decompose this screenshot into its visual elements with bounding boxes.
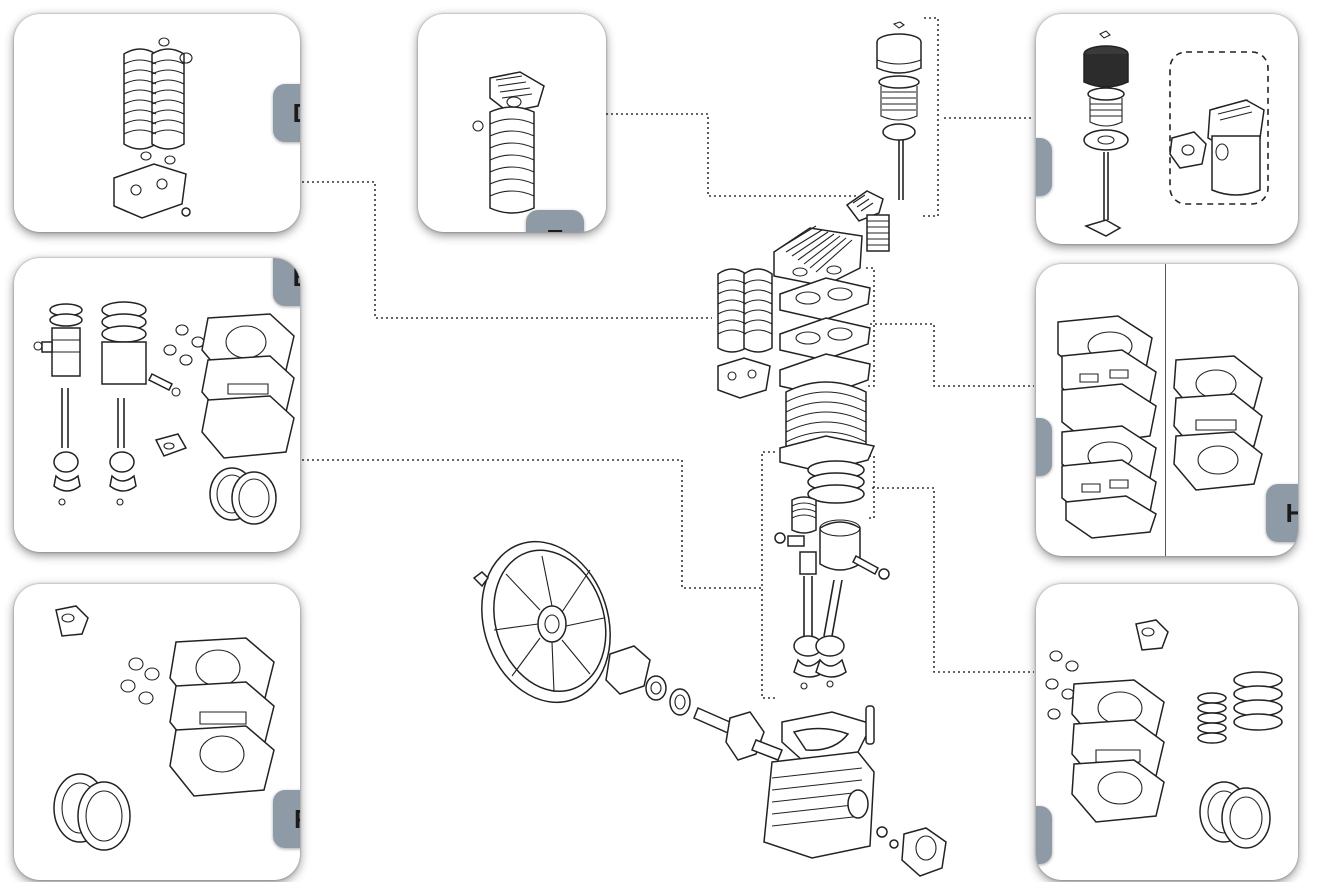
side-cover	[876, 826, 947, 877]
piston-kit-icon	[33, 301, 295, 525]
leader-line-d	[302, 181, 712, 319]
panel-d[interactable]: D	[14, 14, 300, 232]
panel-label-c: C	[1036, 806, 1052, 864]
finned-cylinder	[779, 381, 876, 473]
connecting-rods	[793, 576, 847, 690]
air-filter-top	[876, 21, 922, 200]
panel-label-d: D	[273, 84, 300, 142]
panel-e[interactable]: E	[418, 14, 606, 232]
panel-label-e: E	[526, 210, 584, 232]
head-gasket-stack-icon	[1057, 315, 1263, 539]
panel-label-a: A	[1036, 418, 1052, 476]
valve-plate-stack	[779, 277, 871, 397]
crankcase	[763, 705, 875, 859]
panel-g[interactable]: G	[1036, 14, 1298, 244]
single-cylinder-icon	[472, 71, 545, 214]
leader-line-c	[872, 487, 1034, 673]
gasket-set-icon	[53, 605, 275, 851]
panel-f[interactable]: F	[14, 584, 300, 880]
cylinder-head	[773, 225, 863, 287]
ring-gasket-kit-icon	[1045, 619, 1283, 849]
pistons	[774, 496, 890, 580]
leader-line-b	[302, 459, 762, 589]
left-cylinder-pair	[717, 268, 773, 399]
panel-label-f: F	[273, 790, 300, 848]
cylinder-pair-icon	[113, 37, 193, 219]
leader-line-g	[922, 17, 1034, 217]
panel-label-b: B	[273, 258, 300, 306]
leader-line-e	[606, 113, 858, 197]
crankshaft	[605, 645, 783, 761]
flywheel	[472, 540, 611, 704]
panel-divider	[1165, 264, 1166, 556]
small-head-part	[845, 190, 890, 252]
panel-b[interactable]: B	[14, 258, 300, 552]
panel-label-g: G	[1036, 138, 1052, 196]
leader-line-cylinder-bracket	[761, 451, 775, 699]
air-filter-icon	[1083, 30, 1269, 237]
piston-rings	[807, 460, 865, 504]
panel-label-h: H	[1266, 484, 1298, 542]
leader-line-head-bracket	[866, 267, 875, 387]
panel-a-h[interactable]: A H	[1036, 264, 1298, 556]
panel-c[interactable]: C	[1036, 584, 1298, 880]
leader-line-a	[870, 323, 1034, 387]
dashed-inset-frame	[1169, 51, 1269, 205]
